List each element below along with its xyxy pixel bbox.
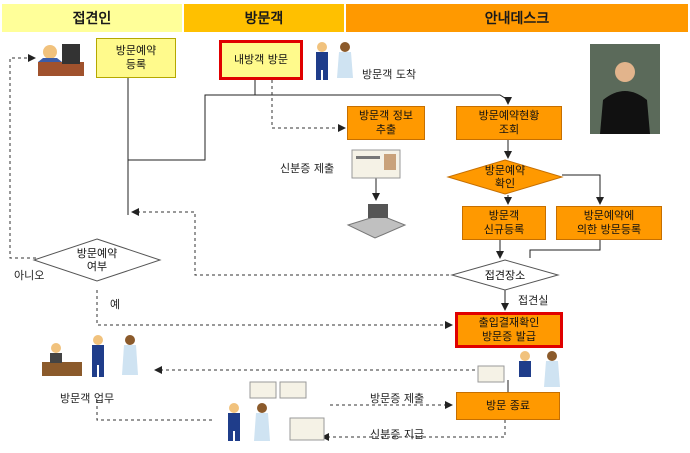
column-header-desk: 안내데스크 (346, 4, 689, 32)
approval-issue-box: 출입결재확인 방문증 발급 (455, 312, 563, 348)
reserve-decision-label: 방문예약 여부 (76, 247, 118, 273)
visitor-visit-box: 내방객 방문 (219, 40, 303, 80)
no-label: 아니오 (14, 269, 45, 282)
id-return-label: 신분증 지급 (370, 428, 425, 441)
yes-label: 예 (110, 298, 121, 311)
reserve-check-label: 방문예약 확인 (484, 164, 526, 190)
column-header-reception: 접견인 (2, 4, 183, 32)
visitor-arrival-label: 방문객 도착 (362, 68, 417, 81)
reserve-status-box: 방문예약현황 조회 (456, 106, 562, 140)
visitor-info-box: 방문객 정보 추출 (347, 106, 425, 140)
pass-submit-label: 방문증 제출 (370, 392, 425, 405)
meeting-room-label: 접견실 (518, 294, 549, 307)
reserve-register-box: 방문예약 등록 (96, 38, 176, 78)
column-header-visitor: 방문객 (184, 4, 345, 32)
reserved-register-box: 방문예약에 의한 방문등록 (556, 206, 662, 240)
meeting-place-label: 접견장소 (484, 269, 526, 282)
visit-end-box: 방문 종료 (456, 392, 560, 420)
new-register-box: 방문객 신규등록 (462, 206, 546, 240)
id-submit-label: 신분증 제출 (280, 162, 335, 175)
visitor-work-label: 방문객 업무 (60, 392, 115, 405)
